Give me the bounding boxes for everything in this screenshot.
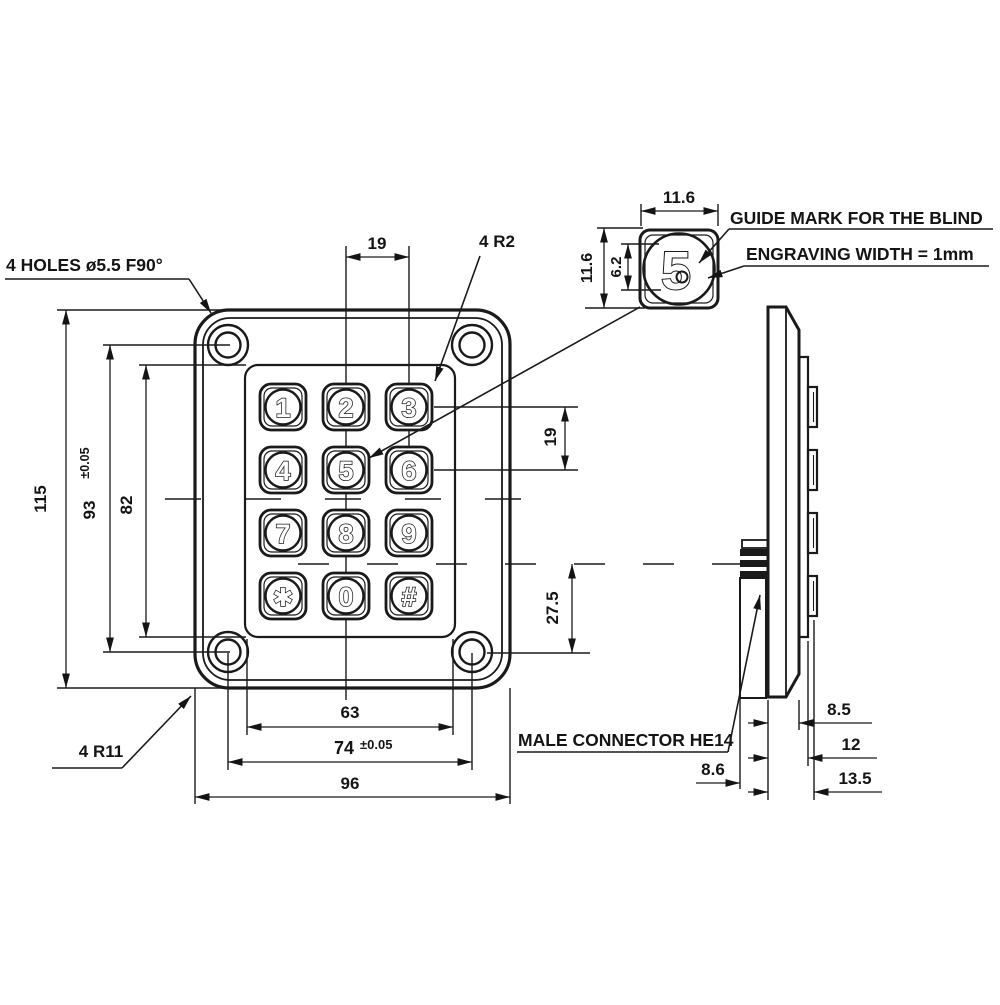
front-notes: 4 HOLES ø5.5 F90° 4 R2 4 R11	[5, 232, 641, 769]
key-9: 9	[384, 508, 434, 558]
guide-mark-dot	[675, 270, 689, 284]
key-3-label: 3	[401, 393, 416, 423]
guide-mark-leader-line	[698, 228, 730, 264]
connector-body	[739, 577, 767, 699]
key-0: 0	[321, 571, 371, 621]
dim-panel-width: 63	[341, 703, 360, 722]
key-8: 8	[321, 508, 371, 558]
side-key-bumps	[806, 385, 819, 618]
key-4-label: 4	[275, 456, 290, 486]
front-dimensions: 19 115 93 ±0.05 82 19 27.5 63 74 ±0.05 9…	[31, 234, 576, 801]
key-2-label: 2	[338, 393, 353, 423]
engraving-leader-line	[707, 265, 745, 279]
detail-key-circle	[642, 232, 716, 306]
key-star-label: ✱	[273, 584, 294, 612]
dim-hole-tol-v: ±0.05	[78, 447, 92, 478]
dim-detail-width: 11.6	[663, 188, 695, 207]
holes-leader-line	[188, 278, 212, 314]
detail-view: 5 11.6 11.6 6.2 GUIDE MARK FOR THE BLIND…	[579, 188, 993, 310]
detail-key-label: 5	[661, 241, 691, 301]
key-0-label: 0	[338, 582, 353, 612]
key-5: 5	[321, 445, 371, 495]
key-hash-label: #	[401, 582, 416, 612]
dim-total-depth: 13.5	[838, 769, 871, 788]
key-8-label: 8	[338, 519, 353, 549]
note-key-radius: 4 R2	[479, 232, 515, 251]
front-view: 1 2 3 4 5 6 7 8 9 ✱ 0 # 19 115 93 ±0.05 …	[5, 232, 741, 804]
key-star: ✱	[258, 571, 308, 621]
key-6: 6	[384, 445, 434, 495]
connector-pin	[740, 571, 768, 578]
dim-total-width: 96	[341, 774, 360, 793]
dim-connector-depth: 8.6	[701, 760, 725, 779]
note-connector: MALE CONNECTOR HE14	[518, 730, 734, 750]
dim-connector-offset: 27.5	[543, 591, 562, 624]
dim-total-height: 115	[31, 485, 50, 512]
key-2: 2	[321, 382, 371, 432]
male-connector	[739, 539, 769, 699]
key-hash: #	[384, 571, 434, 621]
side-dimensions: 8.5 12 13.5 8.6	[696, 700, 882, 796]
key-1: 1	[258, 382, 308, 432]
key-7: 7	[258, 508, 308, 558]
note-guide-mark: GUIDE MARK FOR THE BLIND	[730, 208, 983, 228]
dim-front-depth: 8.5	[827, 700, 851, 719]
note-panel-radius: 4 R11	[79, 742, 123, 761]
detail-key-inner-outline	[644, 234, 714, 304]
dim-panel-height: 82	[117, 496, 136, 515]
dim-guide-mark-offset: 6.2	[608, 257, 625, 278]
dim-detail-height: 11.6	[579, 253, 596, 283]
connector-leader-line	[727, 594, 761, 753]
key-radius-leader-line	[434, 255, 481, 382]
key-1-label: 1	[275, 393, 290, 423]
dim-key-pitch-top: 19	[368, 234, 387, 253]
connector-pin	[740, 549, 768, 556]
key-6-label: 6	[401, 456, 416, 486]
side-view: 8.5 12 13.5 8.6 MALE CONNECTOR HE14	[517, 305, 882, 800]
dim-hole-spacing-v: 93	[80, 501, 99, 520]
dim-key-pitch-right: 19	[541, 428, 560, 447]
key-9-label: 9	[401, 519, 416, 549]
dim-hole-tol-h: ±0.05	[360, 737, 392, 752]
side-extension-lines	[739, 620, 815, 800]
panel-radius-leader-line	[121, 695, 192, 769]
key-5-label: 5	[338, 456, 353, 486]
connector-pin	[740, 560, 768, 567]
extension-lines	[57, 309, 590, 804]
key-7-label: 7	[275, 519, 290, 549]
key-4: 4	[258, 445, 308, 495]
note-holes: 4 HOLES ø5.5 F90°	[6, 255, 163, 275]
detail-callout-leader-line	[368, 306, 641, 459]
note-engraving: ENGRAVING WIDTH = 1mm	[746, 244, 974, 264]
side-plate-outline	[766, 305, 801, 699]
dim-mid-depth: 12	[842, 735, 861, 754]
key-panel-outline	[243, 363, 457, 639]
dim-hole-spacing-h: 74	[334, 738, 354, 758]
key-3: 3	[384, 382, 434, 432]
side-housing-outline	[799, 355, 810, 639]
detail-key-outline	[638, 228, 720, 310]
keypad-keys: 1 2 3 4 5 6 7 8 9 ✱ 0 #	[258, 382, 434, 621]
